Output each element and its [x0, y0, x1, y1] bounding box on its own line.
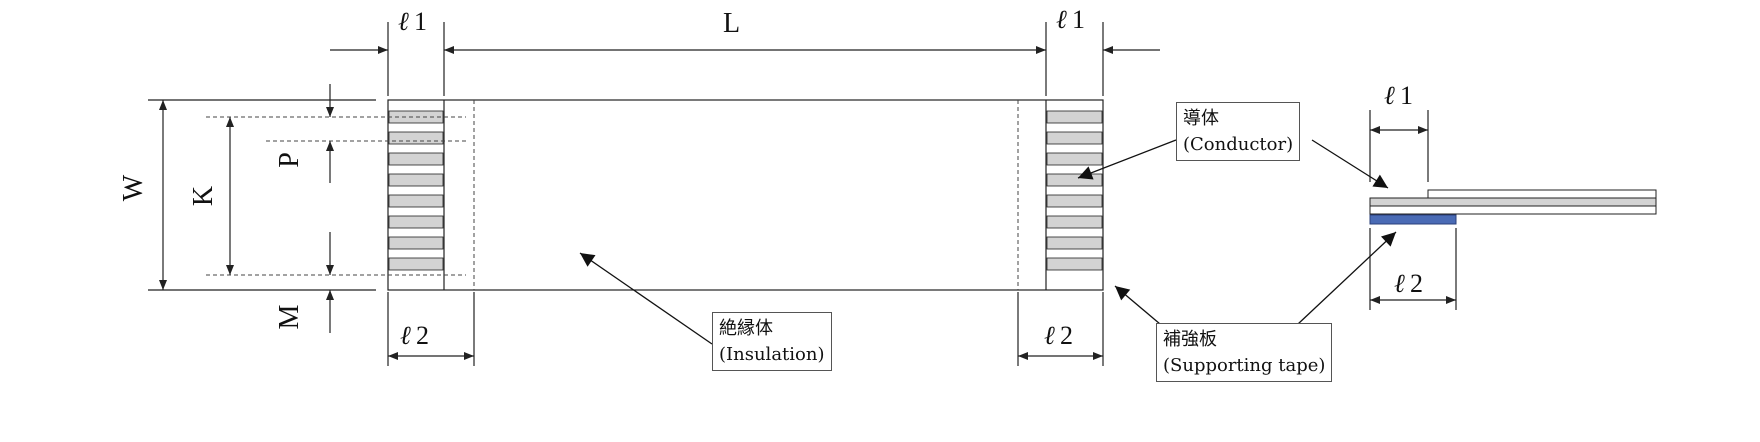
conductor-strip: [388, 236, 444, 250]
conductor-strip: [388, 173, 444, 187]
conductor-strip: [388, 194, 444, 208]
conductor-strip: [1046, 173, 1103, 187]
bottom-dimension-lines: [387, 292, 1104, 366]
dim-l2-left-ell: ℓ: [400, 321, 411, 351]
pitch-reference-lines: [206, 116, 466, 276]
conductor-strip: [1046, 236, 1103, 250]
insulation-edges: [473, 100, 1019, 290]
dim-K: K: [188, 186, 219, 206]
dim-l1-right-num: 1: [1072, 5, 1085, 34]
dim-M: M: [274, 304, 305, 329]
dim-l2-right-num: 2: [1060, 321, 1073, 350]
supporting-tape-callout: 補強板 (Supporting tape): [1156, 323, 1333, 382]
conductor-label-en: (Conductor): [1183, 134, 1294, 155]
conductor-strip: [1046, 152, 1103, 166]
supporting-tape-label-en: (Supporting tape): [1163, 355, 1326, 376]
left-conductor-strips: [388, 110, 444, 271]
conductor-strip: [1046, 110, 1103, 124]
dim-l1-left-num: 1: [414, 7, 427, 36]
side-view-labels: ℓ 1 ℓ 2: [1384, 81, 1423, 299]
supporting-tape-label-jp: 補強板: [1163, 329, 1217, 350]
supporting-tape-side: [1369, 214, 1457, 225]
dim-l1-side-num: 1: [1400, 81, 1413, 110]
dim-l2-left-num: 2: [416, 321, 429, 350]
dim-L: L: [723, 8, 740, 39]
top-dimension-lines: [330, 22, 1160, 96]
right-conductor-strips: [1046, 110, 1103, 271]
vertical-dimension-lines: [148, 84, 376, 333]
conductor-strip: [388, 257, 444, 271]
insulation-label-jp: 絶縁体: [719, 318, 773, 339]
conductor-label-jp: 導体: [1183, 108, 1219, 129]
side-view-dimensions: [1369, 110, 1457, 310]
dim-l2-right-ell: ℓ: [1044, 321, 1055, 351]
dim-l1-right-ell: ℓ: [1056, 5, 1067, 35]
dim-l1-side-ell: ℓ: [1384, 81, 1395, 111]
conductor-callout: 導体 (Conductor): [1176, 102, 1301, 161]
callout-leaders: [579, 139, 1397, 345]
vertical-dimension-labels: W K P M: [118, 152, 305, 329]
dim-P: P: [274, 152, 305, 168]
conductor-strip: [1046, 215, 1103, 229]
side-view: [1369, 189, 1657, 225]
dim-l1-left-ell: ℓ: [398, 7, 409, 37]
conductor-strip: [1046, 131, 1103, 145]
conductor-strip: [388, 215, 444, 229]
conductor-strip: [1046, 257, 1103, 271]
conductor-strip: [1046, 194, 1103, 208]
conductor-strip: [388, 152, 444, 166]
dim-W: W: [118, 174, 149, 201]
cable-body: [387, 99, 1104, 291]
dim-l2-side-ell: ℓ: [1394, 269, 1405, 299]
bottom-dimension-labels: ℓ 2 ℓ 2: [400, 321, 1073, 351]
insulation-label-en: (Insulation): [719, 344, 825, 365]
dim-l2-side-num: 2: [1410, 269, 1423, 298]
top-dimension-labels: ℓ 1 L ℓ 1: [398, 5, 1085, 39]
insulation-callout: 絶縁体 (Insulation): [712, 312, 832, 371]
conductor-strip: [388, 131, 444, 145]
